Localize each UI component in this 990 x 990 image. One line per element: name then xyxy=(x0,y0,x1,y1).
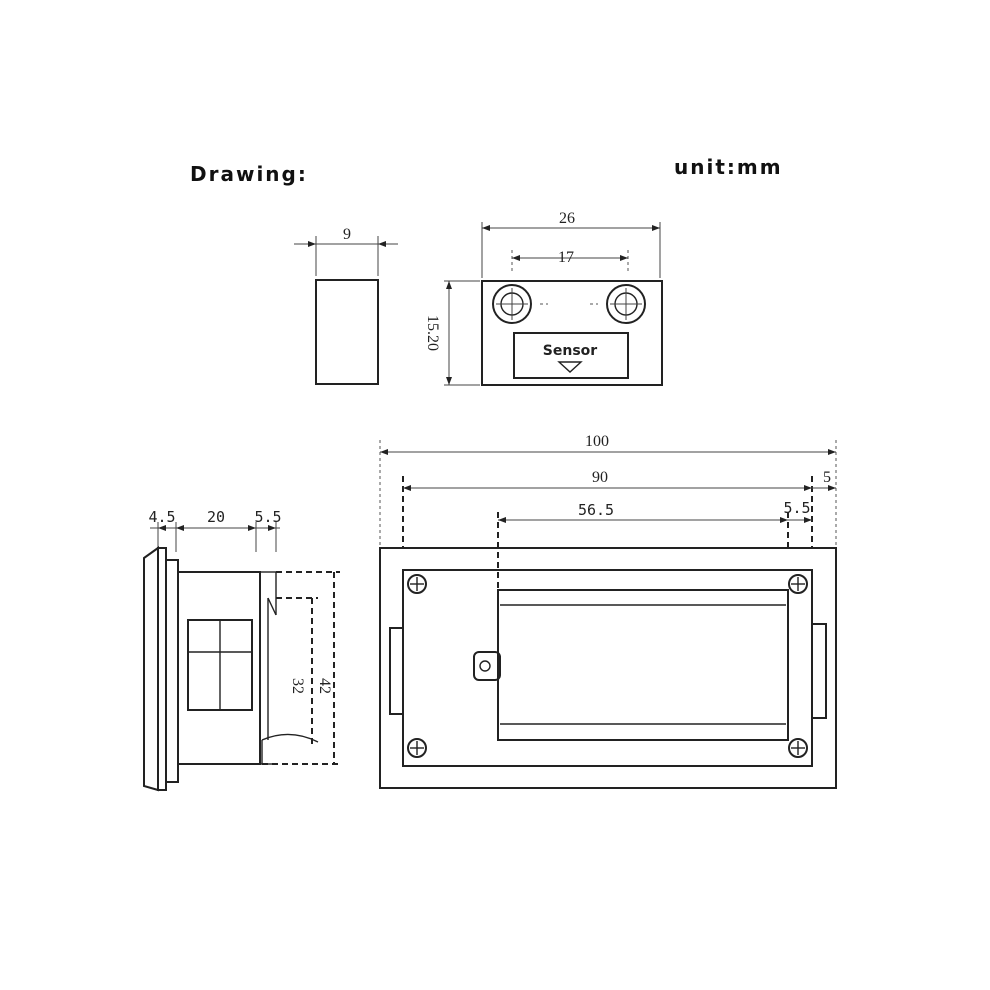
sensor-label: Sensor xyxy=(543,343,597,359)
front-connector-hole-icon xyxy=(479,660,491,672)
front-100-arrow-right xyxy=(828,449,836,455)
sensor-view: 26 17 15.20 Sensor xyxy=(424,210,663,386)
side-arrow-2 xyxy=(248,525,256,531)
front-55-arrow-right xyxy=(804,517,812,523)
side-cable-curve xyxy=(261,733,319,743)
front-90-arrow-left xyxy=(403,485,411,491)
sensor-height-arrow-bottom xyxy=(446,377,452,385)
side-arrow-4 xyxy=(268,525,276,531)
front-display-window xyxy=(497,589,789,741)
small-side-arrow-right xyxy=(378,241,386,247)
front-inner-width-label: 90 xyxy=(592,469,608,486)
sensor-width-arrow-right xyxy=(652,225,660,231)
sensor-body xyxy=(481,280,663,386)
mount-hole-left-icon xyxy=(492,284,532,324)
side-view: 4.5 20 5.5 42 32 xyxy=(143,508,340,792)
front-90-arrow-right xyxy=(804,485,812,491)
front-window-width-label: 56.5 xyxy=(578,501,614,519)
drawing-title: Drawing: xyxy=(190,162,308,186)
side-height-outer-label: 42 xyxy=(316,678,333,694)
side-dim-a-label: 4.5 xyxy=(148,508,175,526)
sensor-height-arrow-top xyxy=(446,281,452,289)
side-arrow-3 xyxy=(158,525,166,531)
hole-spacing-arrow-right xyxy=(620,255,628,261)
small-side-width-label: 9 xyxy=(343,226,351,243)
sensor-height-label: 15.20 xyxy=(424,315,441,351)
side-arrow-1 xyxy=(176,525,184,531)
hole-spacing-arrow-left xyxy=(512,255,520,261)
side-bezel-step xyxy=(165,559,179,783)
side-bezel-inner xyxy=(157,547,167,791)
screw-bottom-right-icon xyxy=(788,738,808,758)
screw-top-right-icon xyxy=(788,574,808,594)
screw-top-left-icon xyxy=(407,574,427,594)
front-total-width-label: 100 xyxy=(585,433,609,450)
hole-spacing-label: 17 xyxy=(558,249,574,266)
sensor-triangle-icon xyxy=(557,361,583,373)
side-clip-top-angle xyxy=(267,597,277,616)
front-right-margin-label: 5 xyxy=(823,469,831,486)
sensor-width-label: 26 xyxy=(559,210,575,227)
front-100-arrow-left xyxy=(380,449,388,455)
front-view: 100 90 5 56.5 5.5 xyxy=(379,433,837,789)
side-bezel-outer xyxy=(143,546,159,792)
sensor-width-arrow-left xyxy=(482,225,490,231)
unit-label: unit:mm xyxy=(674,155,783,179)
front-56-arrow-right xyxy=(780,517,788,523)
front-window-margin-label: 5.5 xyxy=(783,499,810,517)
front-outer-frame xyxy=(379,547,837,789)
front-right-tab xyxy=(811,623,827,719)
small-side-body xyxy=(315,279,379,385)
side-dim-b-label: 20 xyxy=(207,508,225,526)
front-connector-lug xyxy=(473,651,501,681)
small-side-view: 9 xyxy=(294,226,398,385)
small-side-arrow-left xyxy=(308,241,316,247)
side-height-inner-label: 32 xyxy=(289,678,306,694)
side-dim-c-label: 5.5 xyxy=(254,508,281,526)
front-inner-panel xyxy=(402,569,813,767)
front-5-arrow-right xyxy=(828,485,836,491)
front-56-arrow-left xyxy=(498,517,506,523)
sensor-window xyxy=(513,332,629,379)
mount-hole-right-icon xyxy=(606,284,646,324)
side-body xyxy=(177,571,261,765)
screw-bottom-left-icon xyxy=(407,738,427,758)
front-left-tab xyxy=(389,627,404,715)
